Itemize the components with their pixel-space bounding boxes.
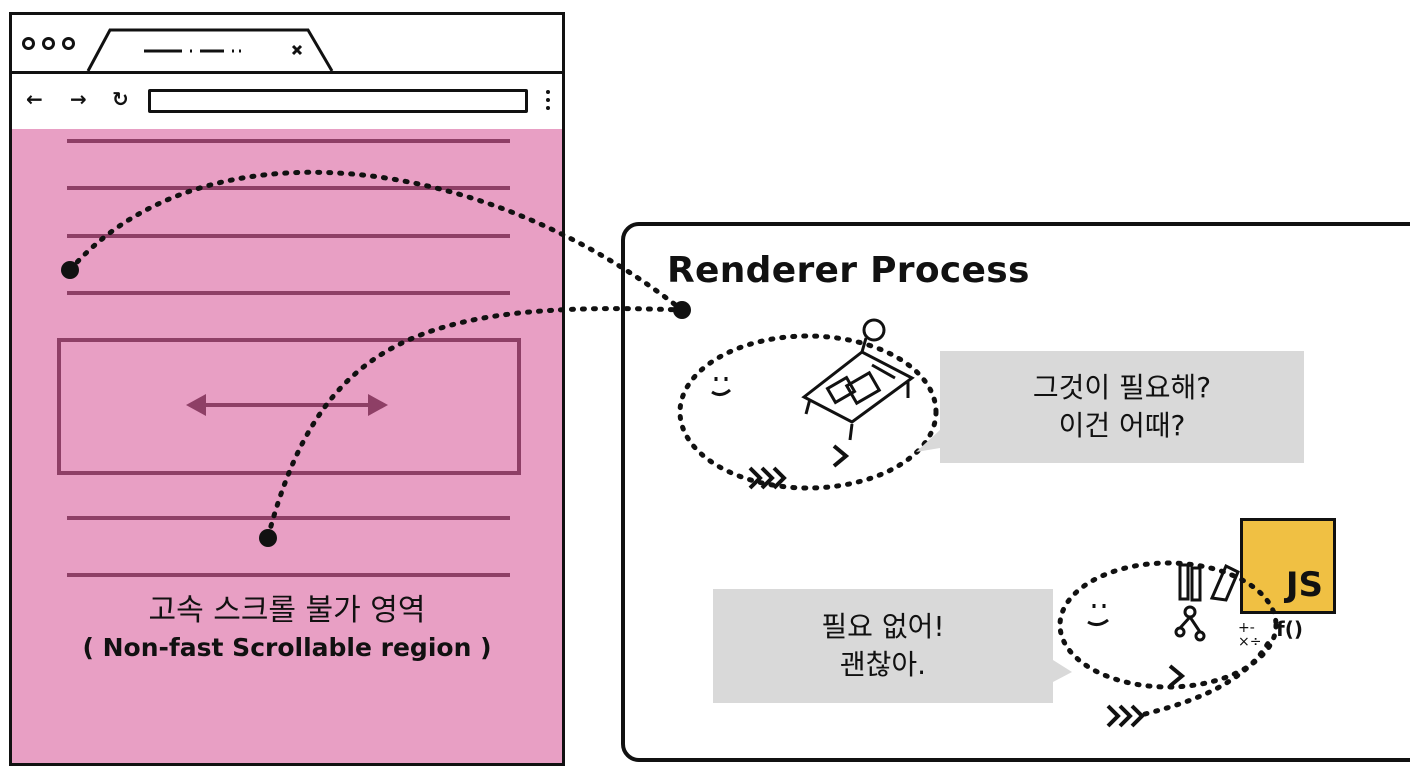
window-dot-icon[interactable] <box>62 37 75 50</box>
face-icon <box>1087 604 1109 627</box>
scroll-arrow-icon <box>186 394 388 416</box>
close-tab-icon <box>291 44 303 56</box>
reload-icon[interactable]: ↻ <box>112 87 129 111</box>
speech-bubble-question: 그것이 필요해? 이건 어때? <box>940 351 1304 463</box>
tab-bar <box>12 15 562 73</box>
content-line <box>67 573 510 577</box>
chevron-icon <box>832 444 850 468</box>
bubble-line: 괜찮아. <box>839 648 927 681</box>
window-dot-icon[interactable] <box>42 37 55 50</box>
menu-icon[interactable] <box>546 90 550 114</box>
bubble-line: 필요 없어! <box>821 610 945 643</box>
bubble-tail-icon <box>916 430 940 452</box>
javascript-icon: JS <box>1240 518 1336 614</box>
svg-text:×÷: ×÷ <box>1238 634 1261 650</box>
dotted-path-icon <box>1142 633 1275 717</box>
bubble-line: 그것이 필요해? <box>1032 371 1212 404</box>
speech-bubble-answer: 필요 없어! 괜찮아. <box>713 589 1053 703</box>
bubble-line: 이건 어때? <box>1058 409 1186 442</box>
content-line <box>67 291 510 295</box>
dotted-path-icon <box>67 169 685 313</box>
content-line <box>67 516 510 520</box>
region-label: 고속 스크롤 불가 영역 <box>148 593 426 628</box>
address-bar[interactable] <box>148 89 528 113</box>
fast-forward-icon <box>748 466 787 490</box>
svg-text:+-: +- <box>1238 620 1255 636</box>
forward-icon[interactable]: → <box>70 87 87 111</box>
face-icon <box>711 377 731 397</box>
endpoint-dot-icon <box>673 301 691 319</box>
tools-sketch-icon: +- ×÷ f() <box>1174 563 1303 650</box>
region-sublabel: ( Non-fast Scrollable region ) <box>82 633 492 662</box>
content-line <box>67 234 510 238</box>
bubble-tail-icon <box>1053 660 1072 682</box>
fast-forward-icon <box>1106 704 1145 728</box>
endpoint-dot-icon <box>61 261 79 279</box>
dotted-loop-icon <box>677 333 939 491</box>
page-viewport: 고속 스크롤 불가 영역 ( Non-fast Scrollable regio… <box>12 129 562 763</box>
dotted-path-icon <box>265 306 685 540</box>
renderer-process-panel: Renderer Process <box>621 222 1410 762</box>
window-dot-icon[interactable] <box>22 37 35 50</box>
browser-window: ← → ↻ 고속 스크롤 불가 영역 ( Non-fast Scrollable… <box>9 12 565 766</box>
dotted-loop-icon <box>1057 560 1279 690</box>
desk-sketch-icon <box>801 318 915 441</box>
browser-tab[interactable] <box>86 27 336 73</box>
svg-text:f(): f() <box>1276 617 1303 641</box>
back-icon[interactable]: ← <box>26 87 43 111</box>
endpoint-dot-icon <box>259 529 277 547</box>
renderer-title: Renderer Process <box>667 250 1030 291</box>
content-line <box>67 186 510 190</box>
js-label: JS <box>1285 565 1323 605</box>
content-line <box>67 139 510 143</box>
chevron-icon <box>1168 664 1186 688</box>
